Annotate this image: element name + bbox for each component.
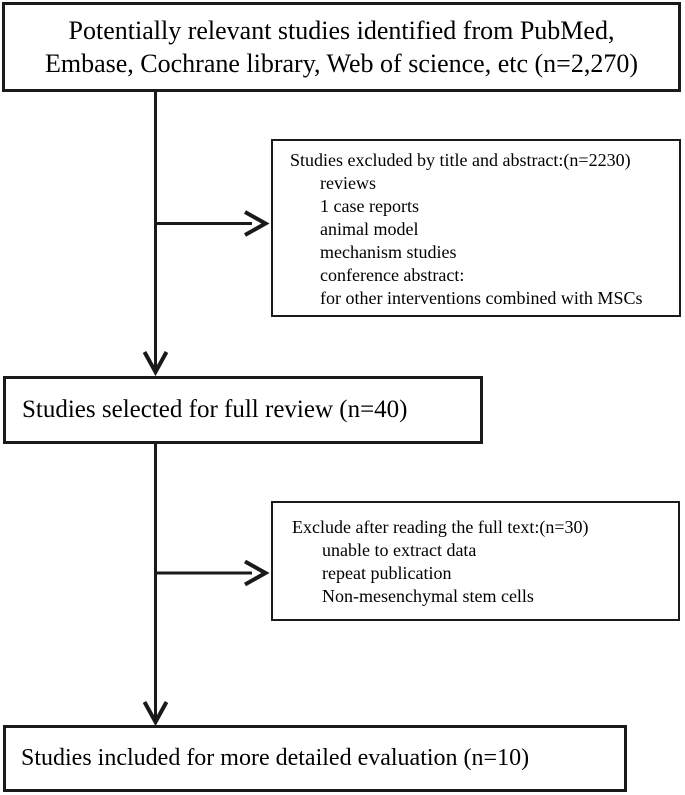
identified-line-2: Embase, Cochrane library, Web of science… bbox=[44, 49, 638, 78]
excluded-reason: conference abstract: bbox=[320, 265, 465, 285]
excluded-reason: reviews bbox=[320, 173, 376, 193]
arrow-identified-to-full-review bbox=[142, 92, 169, 377]
arrow-to-excluded-full-text bbox=[155, 559, 270, 587]
excluded-reason: mechanism studies bbox=[320, 242, 457, 262]
excluded-reason: for other interventions combined with MS… bbox=[320, 288, 643, 308]
excluded-reason: repeat publication bbox=[322, 563, 452, 583]
box-included-studies: Studies included for more detailed evalu… bbox=[3, 725, 627, 792]
box-identified-studies: Potentially relevant studies identified … bbox=[2, 2, 681, 92]
box-full-review: Studies selected for full review (n=40) bbox=[3, 376, 483, 444]
box-excluded-full-text: Exclude after reading the full text:(n=3… bbox=[271, 501, 680, 621]
arrow-full-review-to-included bbox=[142, 444, 169, 727]
box-excluded-title-abstract: Studies excluded by title and abstract:(… bbox=[271, 139, 681, 317]
excluded-reason: unable to extract data bbox=[322, 540, 477, 560]
identified-line-1: Potentially relevant studies identified … bbox=[68, 16, 615, 45]
excluded-reason: 1 case reports bbox=[320, 196, 419, 216]
included-label: Studies included for more detailed evalu… bbox=[21, 745, 530, 771]
arrow-to-excluded-title-abstract bbox=[155, 210, 270, 237]
excluded-reason: Non-mesenchymal stem cells bbox=[322, 586, 534, 606]
excluded-reason: animal model bbox=[320, 219, 419, 239]
excluded-full-text-heading: Exclude after reading the full text:(n=3… bbox=[292, 517, 589, 537]
full-review-label: Studies selected for full review (n=40) bbox=[22, 396, 408, 423]
excluded-title-abstract-heading: Studies excluded by title and abstract:(… bbox=[290, 150, 631, 170]
